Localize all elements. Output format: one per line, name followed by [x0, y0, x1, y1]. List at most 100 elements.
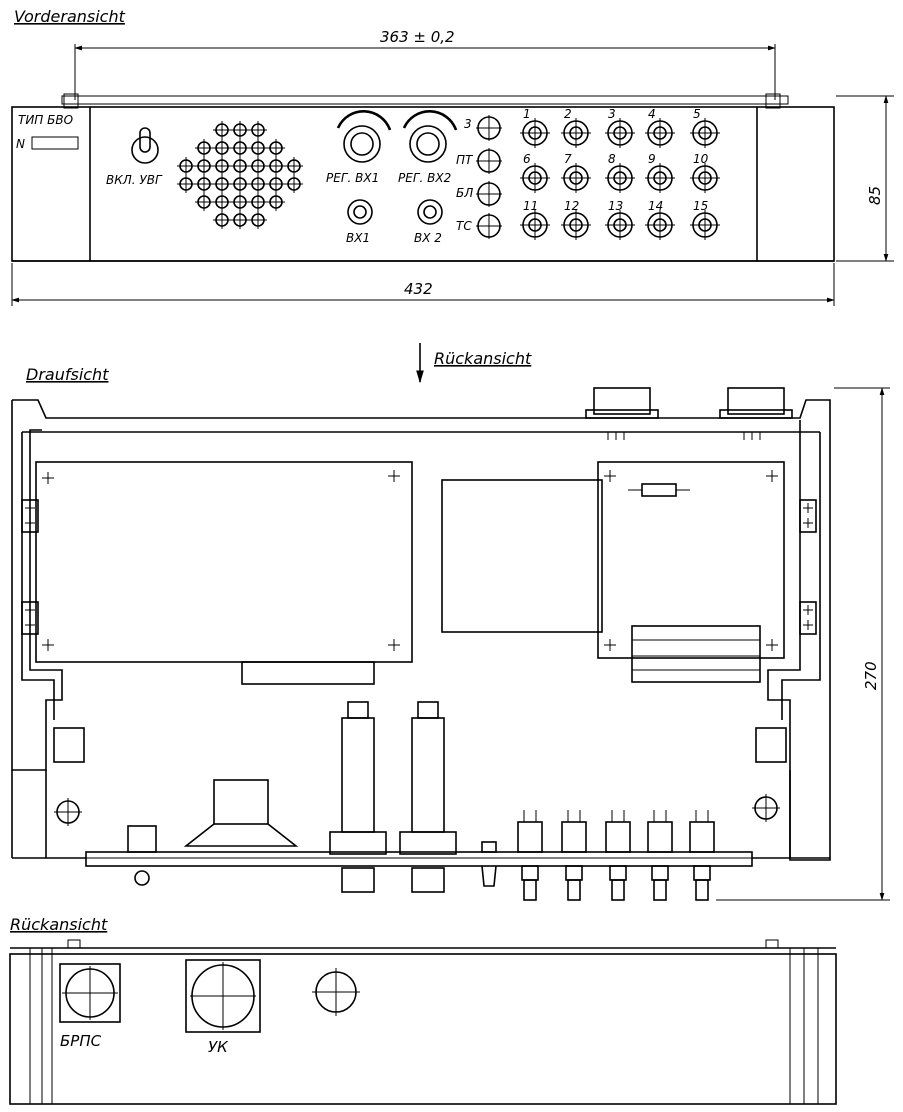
grille-hole — [213, 211, 231, 229]
jack-socket — [690, 163, 720, 193]
pins — [607, 432, 761, 440]
vx2-label: ВХ 2 — [414, 231, 442, 245]
jack-number: 15 — [693, 199, 708, 213]
jack-number: 12 — [564, 199, 579, 213]
mounting-hole-left — [54, 798, 82, 826]
indicator-column — [476, 115, 502, 239]
jack-socket — [561, 163, 591, 193]
jack-number: 4 — [648, 107, 656, 121]
jack-body — [517, 810, 543, 901]
dim-363-label: 363 ± 0,2 — [380, 28, 455, 46]
top-housing-outline — [11, 399, 831, 861]
rail-clamp-left — [63, 93, 79, 109]
grille-hole — [231, 193, 249, 211]
grille-hole — [231, 139, 249, 157]
jack-socket — [605, 118, 635, 148]
small-part — [481, 865, 497, 887]
jack-number: 6 — [523, 152, 531, 166]
input-jack-vx2 — [417, 199, 443, 225]
switch-label: ВКЛ. УВГ — [106, 173, 163, 187]
side-label-3: 3 — [464, 117, 472, 131]
jack-socket — [605, 210, 635, 240]
jack-number: 11 — [523, 199, 538, 213]
rear-connector-left — [585, 387, 659, 419]
jack-number: 10 — [693, 152, 709, 166]
jack-socket — [561, 210, 591, 240]
grille-hole — [267, 139, 285, 157]
grille-hole — [231, 157, 249, 175]
top-rail — [61, 95, 789, 105]
potentiometer-1 — [329, 701, 387, 893]
toggle-switch-icon — [131, 127, 159, 164]
pcb-left — [35, 461, 413, 663]
jack-body — [561, 810, 587, 901]
grille-hole — [267, 157, 285, 175]
jack-body — [689, 810, 715, 901]
grille-hole — [177, 175, 195, 193]
jack-number: 13 — [608, 199, 623, 213]
side-box-left — [53, 727, 85, 763]
jack-socket — [645, 163, 675, 193]
connector-brps-icon — [59, 963, 121, 1023]
resistor-icon — [641, 483, 677, 497]
jack-number: 2 — [564, 107, 572, 121]
switch-body — [127, 825, 157, 886]
front-view-title: Vorderansicht — [14, 7, 126, 26]
grille-hole — [231, 121, 249, 139]
grille-hole — [285, 175, 303, 193]
terminal-block — [631, 625, 761, 683]
jack-socket — [520, 163, 550, 193]
front-panel-strip — [85, 851, 753, 867]
grille-hole — [195, 193, 213, 211]
grille-hole — [249, 157, 267, 175]
jack-socket — [520, 210, 550, 240]
rear-body — [9, 953, 837, 1105]
connector-uk-label: УК — [208, 1038, 229, 1056]
regulator-knob-2 — [402, 110, 458, 163]
rear-tab — [67, 939, 81, 949]
grille-hole — [213, 175, 231, 193]
jack-number: 7 — [564, 152, 572, 166]
dim-270-label: 270 — [862, 661, 880, 690]
jack-number: 1 — [523, 107, 531, 121]
reg-vx2-label: РЕГ. ВХ2 — [398, 171, 451, 185]
side-label-bl: БЛ — [456, 186, 473, 200]
connector-brps-label: БРПС — [60, 1032, 102, 1050]
number-label: N — [16, 137, 25, 151]
dim-432-label: 432 — [404, 280, 433, 298]
pcb-right — [597, 461, 785, 659]
jack-socket — [520, 118, 550, 148]
grille-hole — [213, 193, 231, 211]
jack-socket — [690, 118, 720, 148]
rear-connector-right — [719, 387, 793, 419]
jack-number: 14 — [648, 199, 663, 213]
dim-85-label: 85 — [866, 186, 884, 205]
grille-hole — [231, 211, 249, 229]
jack-socket — [690, 210, 720, 240]
grille-hole — [195, 175, 213, 193]
grille-hole — [195, 139, 213, 157]
mounting-marks — [42, 470, 778, 651]
grille-hole — [213, 139, 231, 157]
grille-hole — [249, 121, 267, 139]
pcb-left-connector — [241, 661, 375, 685]
reg-vx1-label: РЕГ. ВХ1 — [326, 171, 379, 185]
grille-hole — [231, 175, 249, 193]
grille-hole — [249, 211, 267, 229]
regulator-knob-1 — [336, 110, 392, 163]
side-label-tc: ТС — [456, 219, 472, 233]
rear-tab — [765, 939, 779, 949]
grille-hole — [267, 175, 285, 193]
jack-socket — [645, 210, 675, 240]
grille-hole — [249, 139, 267, 157]
jack-number-labels: 1 2 3 4 5 6 7 8 9 10 11 12 13 14 15 — [523, 107, 709, 213]
jack-body — [605, 810, 631, 901]
rear-arrow-label: Rückansicht — [434, 349, 532, 368]
side-box-right — [755, 727, 787, 763]
top-housing-inner — [21, 431, 821, 720]
jack-number: 5 — [693, 107, 701, 121]
jack-socket — [605, 163, 635, 193]
rear-hole-icon — [312, 968, 360, 1016]
potentiometer-2 — [399, 701, 457, 893]
